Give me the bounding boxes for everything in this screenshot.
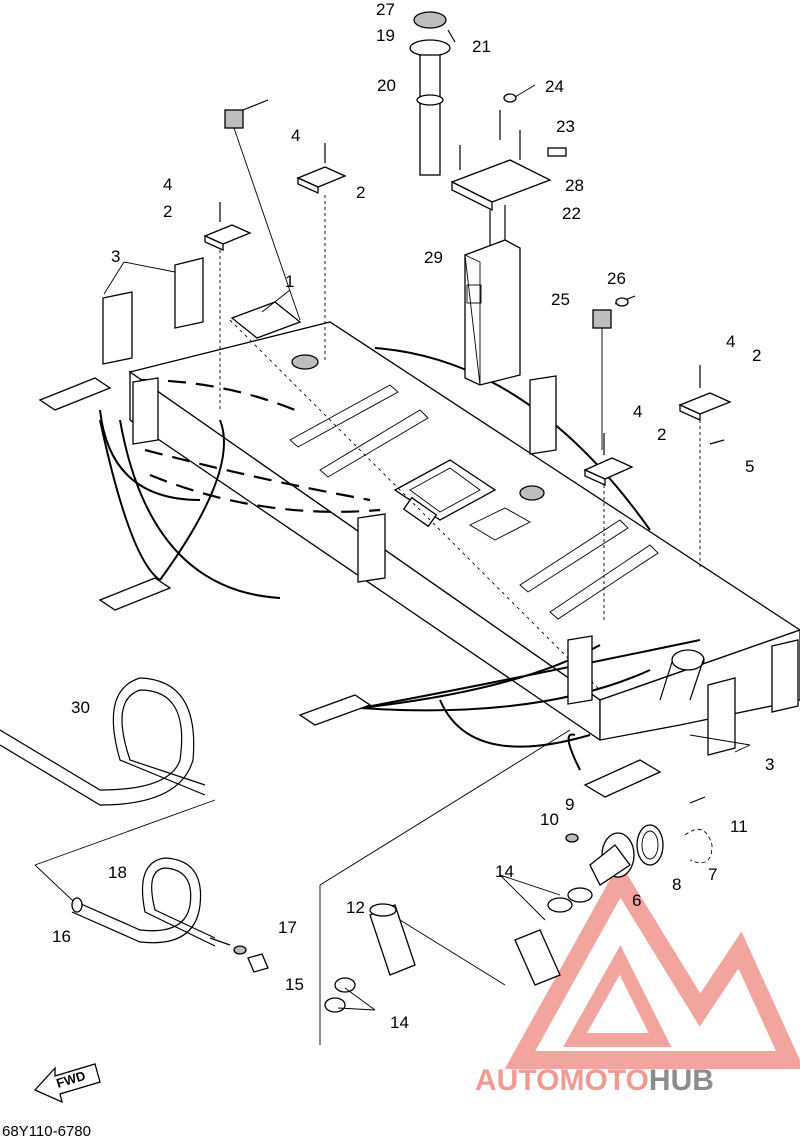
watermark-part1: AUTOMOTO [475,1064,649,1097]
callout-30: 30 [71,698,90,717]
fittings [224,99,725,450]
callout-19: 19 [376,26,395,45]
callout-8: 8 [672,875,681,894]
watermark-part2: HUB [649,1064,714,1097]
connector-25 [592,309,612,329]
watermark-logo [504,862,800,1069]
pad [357,513,386,583]
callout-18: 18 [108,863,127,882]
callout-14: 14 [390,1013,409,1032]
callout-27: 27 [376,0,395,19]
callout-20: 20 [377,76,396,95]
callout-12: 12 [346,898,365,917]
leader-lines [34,84,751,1045]
callout-1: 1 [285,272,294,291]
callout-3: 3 [111,247,120,266]
pad [771,639,799,713]
bracket-2-right [678,365,732,570]
callout-15: 15 [285,975,304,994]
vent-hose-12 [369,903,416,976]
callouts: 1 2 2 2 2 3 3 4 4 4 4 5 6 7 8 9 10 11 12… [52,0,774,1032]
callout-9: 9 [565,795,574,814]
hose-fittings-15-17 [233,945,269,973]
connector-upper [224,109,244,129]
pad [102,291,133,365]
callout-17: 17 [278,918,297,937]
cap-19 [409,39,451,57]
pad [707,677,736,756]
pad [298,694,372,726]
bracket-2-center [583,433,634,620]
callout-25: 25 [551,290,570,309]
callout-7: 7 [708,865,717,884]
pad [583,759,662,798]
callout-2: 2 [657,425,666,444]
pad [38,377,112,411]
filler-assembly [409,11,456,176]
callout-2: 2 [163,202,172,221]
pad [567,635,593,705]
pad [230,301,302,339]
fuel-hose-16 [71,857,231,947]
filler-neck [565,796,713,886]
callout-2: 2 [752,346,761,365]
pad [174,257,204,329]
pad [98,577,172,611]
pad [529,375,557,455]
pad [132,377,159,445]
callout-3: 3 [765,755,774,774]
clamps-14 [324,887,593,1013]
callout-2: 2 [356,183,365,202]
callout-23: 23 [556,117,575,136]
callout-4: 4 [291,126,300,145]
assembly-dashed-lines [129,319,601,691]
callout-6: 6 [632,891,641,910]
callout-28: 28 [565,176,584,195]
callout-10: 10 [540,810,559,829]
cap-27 [413,11,447,29]
rubber-pads [38,257,799,798]
callout-4: 4 [726,332,735,351]
brackets [203,143,732,620]
sender-unit [450,93,567,386]
callout-24: 24 [545,77,564,96]
fwd-arrow: FWD [33,1063,101,1104]
callout-14: 14 [495,862,514,881]
callout-26: 26 [607,269,626,288]
callout-16: 16 [52,927,71,946]
bracket-2-top [296,143,347,360]
callout-29: 29 [424,248,443,267]
callout-22: 22 [562,204,581,223]
bracket-2-left [203,202,252,410]
fuel-hose-30 [0,677,206,806]
callout-11: 11 [730,817,748,836]
diagram-code: 68Y110-6780 [2,1123,91,1140]
callout-5: 5 [745,457,754,476]
watermark-text: AUTOMOTOHUB [475,1064,714,1097]
callout-21: 21 [472,37,491,56]
callout-4: 4 [633,402,642,421]
callout-4: 4 [163,175,172,194]
